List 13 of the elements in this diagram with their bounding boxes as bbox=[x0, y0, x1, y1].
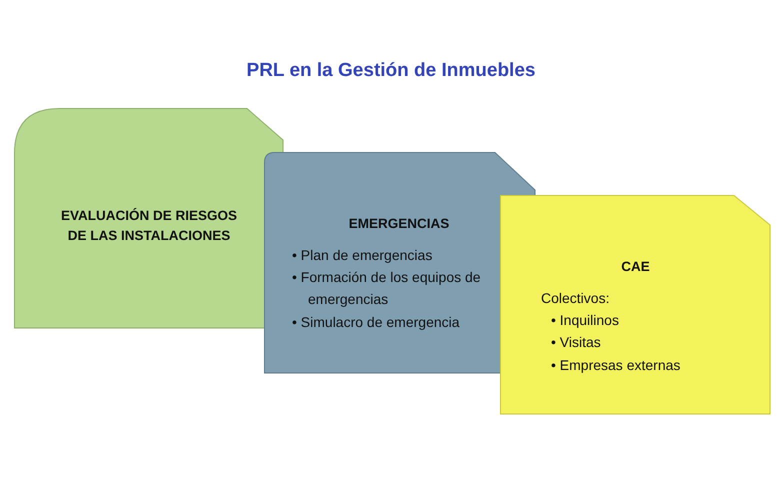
bullet-item: • Visitas bbox=[551, 333, 602, 352]
card-heading: CAE bbox=[620, 258, 651, 276]
list-label: Colectivos: bbox=[541, 288, 610, 308]
card-heading: EVALUACIÓN DE RIESGOS DE LAS INSTALACIONES bbox=[60, 207, 238, 245]
bullet-item: • Simulacro de emergencia bbox=[292, 312, 461, 332]
cut-corner-card bbox=[14, 108, 284, 329]
cut-corner-card bbox=[500, 195, 771, 415]
card-heading: EMERGENCIAS bbox=[348, 215, 450, 233]
diagram-title: PRL en la Gestión de Inmuebles bbox=[246, 60, 536, 82]
bullet-item: • Empresas externas bbox=[551, 356, 682, 375]
bullet-item: • Formación de los equipos de emergencias bbox=[292, 268, 482, 310]
bullet-item: • Plan de emergencias bbox=[292, 246, 434, 265]
bullet-item: • Inquilinos bbox=[551, 310, 620, 330]
